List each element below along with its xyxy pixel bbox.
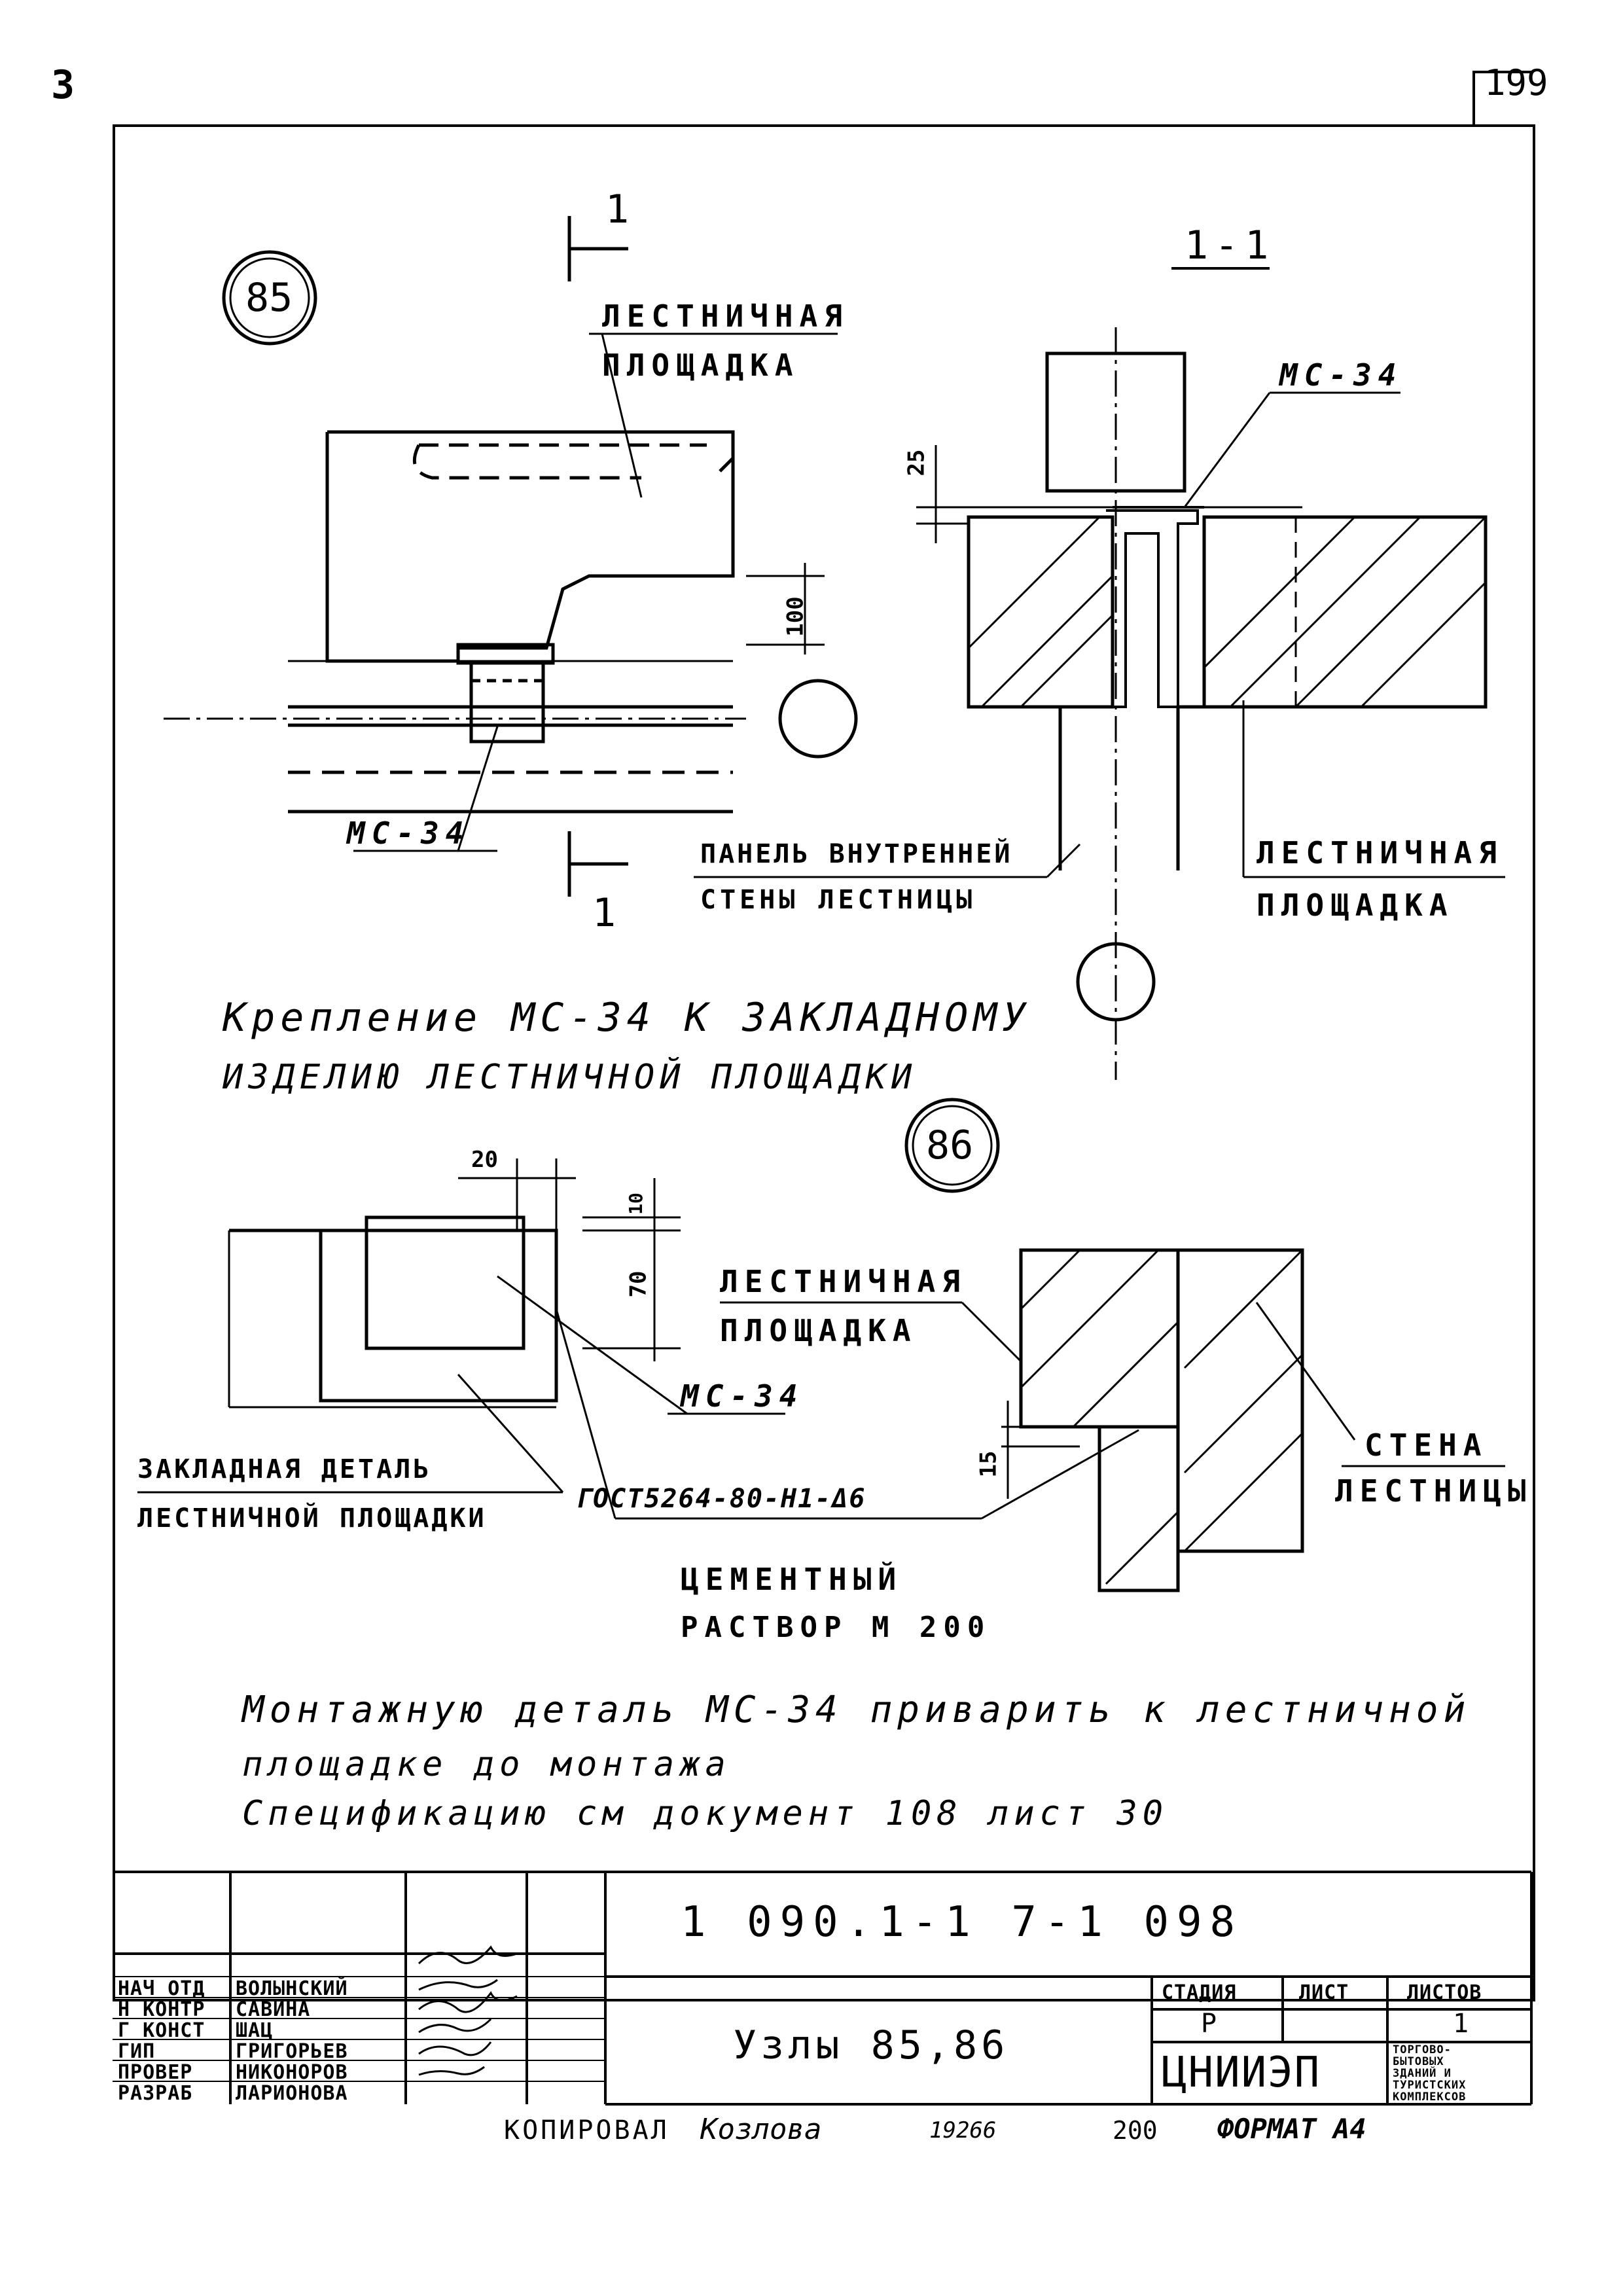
org-sub-2: БЫТОВЫХ: [1393, 2055, 1444, 2068]
wall-label-1: СТЕНА: [1364, 1427, 1488, 1463]
top-edge-line: [1472, 71, 1531, 73]
name-6: ЛАРИОНОВА: [236, 2082, 348, 2105]
landing-label-2: ПЛОЩАДКА: [602, 348, 800, 383]
mc34-plan-label: МС-34: [347, 816, 471, 851]
signature-5: [418, 2041, 492, 2056]
node85-caption-1: Крепление МС-34 К ЗАКЛАДНОМУ: [223, 995, 1031, 1041]
section-mark-top-label: 1: [605, 187, 630, 232]
role-5: ПРОВЕР: [118, 2061, 193, 2084]
embedded-plate-86: [319, 1229, 558, 1403]
note-line-2: площадке до монтажа: [242, 1745, 731, 1784]
section-landing-label-2: ПЛОЩАДКА: [1257, 888, 1454, 923]
sheets-header: ЛИСТОВ: [1407, 1981, 1482, 2004]
weld-label: ГОСТ5264-80-Н1-Δ6: [576, 1484, 866, 1514]
role-1: НАЧ ОТД: [118, 1977, 205, 2000]
section-mark-bottom-label: 1: [592, 890, 616, 936]
org-sub-4: ТУРИСТСКИХ: [1393, 2079, 1467, 2092]
signature-2: [418, 1979, 498, 1991]
footer-copied: КОПИРОВАЛ: [504, 2115, 669, 2145]
embedded-label-2: ЛЕСТНИЧНОЙ ПЛОЩАДКИ: [137, 1503, 487, 1534]
name-1: ВОЛЫНСКИЙ: [236, 1977, 348, 2000]
section-title: 1-1: [1185, 223, 1275, 268]
landing-label-86-2: ПЛОЩАДКА: [720, 1313, 918, 1348]
sheet-number-tab: [1472, 71, 1475, 126]
sheets-value: 1: [1453, 2009, 1469, 2039]
signature-3: [418, 1991, 518, 2013]
org-sub-1: ТОРГОВО-: [1393, 2043, 1452, 2056]
landing-label-86-1: ЛЕСТНИЧНАЯ: [720, 1264, 967, 1299]
role-4: ГИП: [118, 2040, 156, 2063]
name-5: НИКОНОРОВ: [236, 2061, 348, 2084]
name-3: ШАЦ: [236, 2019, 274, 2042]
node86-circle: [904, 1098, 1000, 1193]
footer-qty: 200: [1113, 2116, 1158, 2145]
role-3: Г КОНСТ: [118, 2019, 205, 2042]
drawing-frame: [113, 124, 1535, 2001]
dim-20: 20: [471, 1147, 498, 1173]
mc34-section: [1106, 509, 1199, 708]
doc-code: 1 090.1-1 7-1 098: [681, 1898, 1243, 1946]
org-name: ЦНИИЭП: [1162, 2049, 1321, 2097]
sheet-title: Узлы 85,86: [733, 2022, 1009, 2068]
signature-1: [418, 1945, 518, 1965]
landing-label-1: ЛЕСТНИЧНАЯ: [602, 298, 849, 334]
wall-panel-label-2: СТЕНЫ ЛЕСТНИЦЫ: [700, 885, 976, 915]
stage-header: СТАДИЯ: [1162, 1981, 1237, 2004]
node85-number: 85: [245, 275, 293, 321]
role-2: Н КОНТР: [118, 1998, 205, 2021]
role-6: РАЗРАБ: [118, 2082, 193, 2105]
mc34-86: [365, 1215, 526, 1350]
embedded-label-1: ЗАКЛАДНАЯ ДЕТАЛЬ: [137, 1454, 432, 1484]
note-line-1: Монтажную деталь МС-34 приварить к лестн…: [242, 1689, 1471, 1731]
name-2: САВИНА: [236, 1998, 311, 2021]
name-4: ГРИГОРЬЕВ: [236, 2040, 348, 2063]
note-line-3: Спецификацию см документ 108 лист 30: [242, 1794, 1169, 1833]
mc34-section-label: МС-34: [1279, 357, 1403, 393]
org-sub-3: ЗДАНИЙ И: [1393, 2067, 1452, 2080]
node85-caption-2: ИЗДЕЛИЮ ЛЕСТНИЧНОЙ ПЛОЩАДКИ: [223, 1058, 918, 1097]
footer-copier: Козлова: [700, 2113, 822, 2146]
signature-6: [418, 2066, 485, 2076]
section-landing-label-1: ЛЕСТНИЧНАЯ: [1257, 835, 1503, 870]
wall-label-2: ЛЕСТНИЦЫ: [1335, 1473, 1533, 1509]
mortar-label-2: РАСТВОР М 200: [681, 1611, 991, 1644]
wall-panel-label-1: ПАНЕЛЬ ВНУТРЕННЕЙ: [700, 839, 1013, 869]
sheet-header: ЛИСТ: [1299, 1981, 1349, 2004]
mortar-label-1: ЦЕМЕНТНЫЙ: [681, 1562, 903, 1597]
corner-mark: 3: [51, 62, 75, 108]
mc34-plan: [469, 661, 545, 744]
footer-num: 19266: [929, 2117, 997, 2144]
node86-number: 86: [926, 1122, 974, 1168]
stage-value: Р: [1201, 2009, 1217, 2039]
mc34-86-label: МС-34: [681, 1378, 804, 1414]
org-sub-5: КОМПЛЕКСОВ: [1393, 2090, 1467, 2104]
node85-circle: [222, 250, 317, 346]
footer-format: ФОРМАТ А4: [1217, 2113, 1366, 2145]
signature-4: [418, 2018, 492, 2034]
slab-right-hatch: [1202, 515, 1488, 709]
mc34-section86: [1080, 1248, 1180, 1429]
